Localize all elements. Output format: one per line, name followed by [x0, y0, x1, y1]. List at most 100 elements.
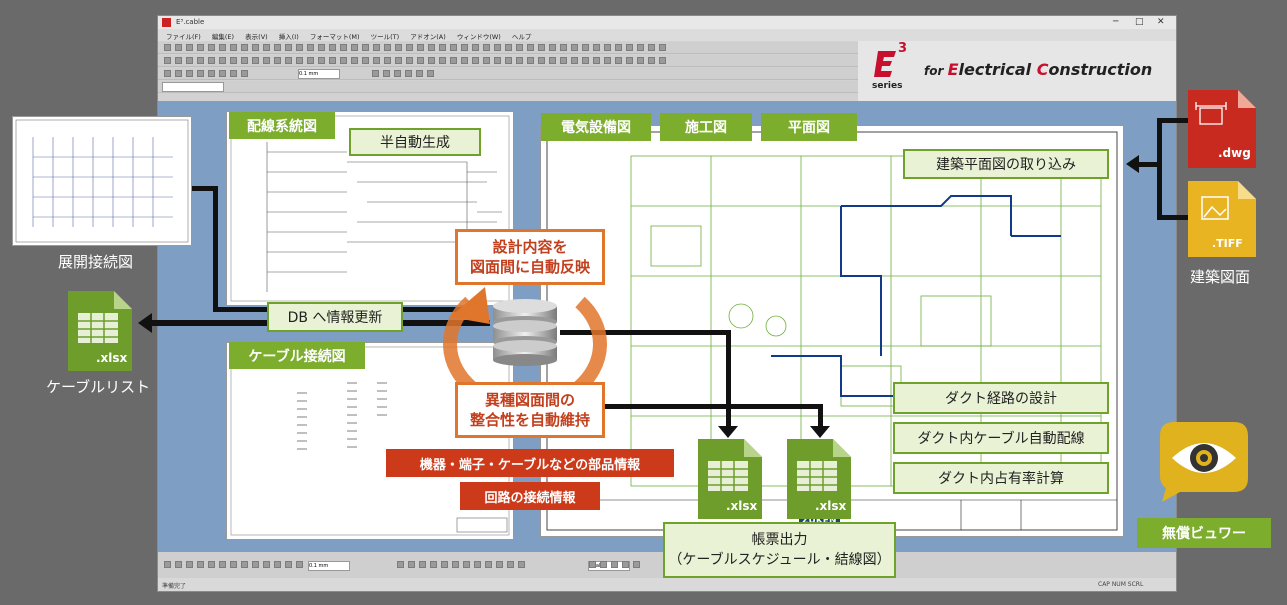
- toolbar-button[interactable]: [307, 57, 314, 64]
- toolbar-button[interactable]: [175, 57, 182, 64]
- toolbar-button[interactable]: [538, 57, 545, 64]
- toolbar-button[interactable]: [593, 57, 600, 64]
- toolbar-button[interactable]: [373, 44, 380, 51]
- toolbar-button[interactable]: [637, 44, 644, 51]
- toolbar-button[interactable]: [164, 44, 171, 51]
- toolbar-button[interactable]: [395, 57, 402, 64]
- toolbar-button[interactable]: [582, 44, 589, 51]
- toolbar-button[interactable]: [394, 70, 401, 77]
- toolbar-button[interactable]: [241, 44, 248, 51]
- toolbar-button[interactable]: [241, 561, 248, 568]
- toolbar-button[interactable]: [408, 561, 415, 568]
- toolbar-button[interactable]: [197, 561, 204, 568]
- toolbar-button[interactable]: [450, 57, 457, 64]
- toolbar-button[interactable]: [197, 57, 204, 64]
- toolbar-button[interactable]: [241, 57, 248, 64]
- toolbar-button[interactable]: [208, 44, 215, 51]
- toolbar-button[interactable]: [615, 44, 622, 51]
- toolbar-button[interactable]: [430, 561, 437, 568]
- toolbar-button[interactable]: [593, 44, 600, 51]
- toolbar-button[interactable]: [505, 57, 512, 64]
- toolbar-button[interactable]: [208, 70, 215, 77]
- toolbar-button[interactable]: [417, 44, 424, 51]
- toolbar-button[interactable]: [186, 44, 193, 51]
- toolbar-button[interactable]: [397, 561, 404, 568]
- toolbar-button[interactable]: [296, 561, 303, 568]
- menu-help[interactable]: ヘルプ: [511, 33, 532, 41]
- toolbar-button[interactable]: [494, 44, 501, 51]
- toolbar-button[interactable]: [416, 70, 423, 77]
- toolbar-button[interactable]: [428, 44, 435, 51]
- toolbar-button[interactable]: [296, 57, 303, 64]
- toolbar-button[interactable]: [175, 561, 182, 568]
- toolbar-button[interactable]: [329, 57, 336, 64]
- toolbar-button[interactable]: [208, 561, 215, 568]
- toolbar-button[interactable]: [230, 70, 237, 77]
- toolbar-button[interactable]: [406, 44, 413, 51]
- output-xlsx-icon-1[interactable]: .xlsx: [698, 439, 762, 519]
- tiff-file-icon[interactable]: .TIFF: [1188, 181, 1256, 257]
- toolbar-button[interactable]: [463, 561, 470, 568]
- toolbar-button[interactable]: [252, 44, 259, 51]
- toolbar-button[interactable]: [263, 561, 270, 568]
- toolbar-button[interactable]: [296, 44, 303, 51]
- free-viewer-label[interactable]: 無償ビュワー: [1137, 518, 1271, 548]
- toolbar-button[interactable]: [494, 57, 501, 64]
- toolbar-button[interactable]: [604, 57, 611, 64]
- toolbar-button[interactable]: [472, 44, 479, 51]
- toolbar-button[interactable]: [252, 57, 259, 64]
- toolbar-button[interactable]: [384, 57, 391, 64]
- toolbar-button[interactable]: [496, 561, 503, 568]
- toolbar-button[interactable]: [474, 561, 481, 568]
- toolbar-button[interactable]: [427, 70, 434, 77]
- toolbar-button[interactable]: [285, 57, 292, 64]
- toolbar-button[interactable]: [505, 44, 512, 51]
- toolbar-button[interactable]: [417, 57, 424, 64]
- tab-electrical-equipment[interactable]: 電気設備図: [541, 113, 651, 141]
- menu-tools[interactable]: ツール(T): [370, 33, 400, 41]
- toolbar-button[interactable]: [549, 57, 556, 64]
- toolbar-button[interactable]: [516, 44, 523, 51]
- toolbar-button[interactable]: [175, 44, 182, 51]
- toolbar-button[interactable]: [164, 57, 171, 64]
- toolbar-button[interactable]: [383, 70, 390, 77]
- toolbar-button[interactable]: [405, 70, 412, 77]
- toolbar-button[interactable]: [571, 57, 578, 64]
- toolbar-button[interactable]: [219, 561, 226, 568]
- toolbar-button[interactable]: [452, 561, 459, 568]
- toolbar-button[interactable]: [219, 44, 226, 51]
- toolbar-button[interactable]: [197, 70, 204, 77]
- toolbar-button[interactable]: [439, 44, 446, 51]
- toolbar-button[interactable]: [659, 57, 666, 64]
- toolbar-button[interactable]: [318, 57, 325, 64]
- toolbar-button[interactable]: [461, 44, 468, 51]
- toolbar-button[interactable]: [351, 57, 358, 64]
- toolbar-button[interactable]: [186, 57, 193, 64]
- toolbar-button[interactable]: [483, 44, 490, 51]
- toolbar-button[interactable]: [441, 561, 448, 568]
- toolbar-button[interactable]: [626, 44, 633, 51]
- toolbar-button[interactable]: [263, 57, 270, 64]
- toolbar-button[interactable]: [351, 44, 358, 51]
- tab-floor-plan[interactable]: 平面図: [761, 113, 857, 141]
- toolbar-button[interactable]: [340, 57, 347, 64]
- toolbar-button[interactable]: [633, 561, 640, 568]
- toolbar-button[interactable]: [600, 561, 607, 568]
- toolbar-button[interactable]: [175, 70, 182, 77]
- toolbar-button[interactable]: [241, 70, 248, 77]
- toolbar-button[interactable]: [208, 57, 215, 64]
- toolbar-button[interactable]: [538, 44, 545, 51]
- toolbar-button[interactable]: [372, 70, 379, 77]
- toolbar-button[interactable]: [439, 57, 446, 64]
- toolbar-button[interactable]: [626, 57, 633, 64]
- toolbar-button[interactable]: [164, 70, 171, 77]
- expanded-diagram-thumbnail[interactable]: [12, 116, 192, 246]
- toolbar-button[interactable]: [571, 44, 578, 51]
- toolbar-button[interactable]: [611, 561, 618, 568]
- toolbar-button[interactable]: [485, 561, 492, 568]
- toolbar-button[interactable]: [230, 44, 237, 51]
- menu-view[interactable]: 表示(V): [245, 33, 268, 41]
- toolbar-button[interactable]: [560, 57, 567, 64]
- toolbar-button[interactable]: [285, 44, 292, 51]
- menu-insert[interactable]: 挿入(I): [278, 33, 299, 41]
